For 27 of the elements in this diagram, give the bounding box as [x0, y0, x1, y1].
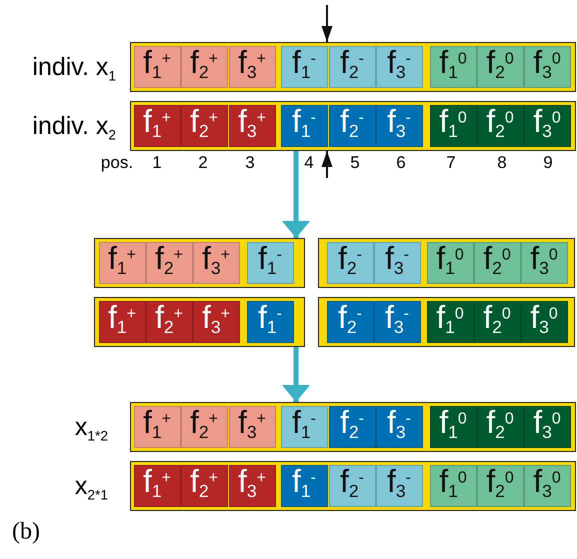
position-number: 5 — [350, 153, 360, 173]
position-label: pos. — [100, 153, 134, 173]
chromosome-bar — [130, 461, 576, 511]
position-number: 6 — [396, 153, 406, 173]
arrow — [322, 151, 332, 178]
chromosome-bar — [130, 402, 576, 452]
position-number: 3 — [245, 153, 255, 173]
chromosome-bar — [94, 297, 305, 347]
position-number: 7 — [446, 153, 456, 173]
row-label: indiv. x$_{2}$ — [32, 112, 116, 142]
position-number: 9 — [543, 153, 553, 173]
position-number: 4 — [304, 153, 314, 173]
chromosome-bar — [130, 42, 576, 92]
position-number: 2 — [198, 153, 208, 173]
chromosome-bar — [130, 101, 576, 151]
step-arrow — [282, 151, 310, 238]
chromosome-bar — [318, 297, 575, 347]
panel-label: (b) — [12, 518, 40, 546]
position-number: 1 — [152, 153, 162, 173]
row-label: x$_{2*1}$ — [74, 472, 108, 502]
chromosome-bar — [318, 238, 575, 288]
step-arrow — [282, 347, 310, 402]
position-number: 8 — [497, 153, 507, 173]
chromosome-bar — [94, 238, 305, 288]
row-label: x$_{1*2}$ — [74, 412, 108, 444]
row-label: indiv. x$_{1}$ — [32, 52, 116, 84]
arrow — [322, 5, 332, 42]
